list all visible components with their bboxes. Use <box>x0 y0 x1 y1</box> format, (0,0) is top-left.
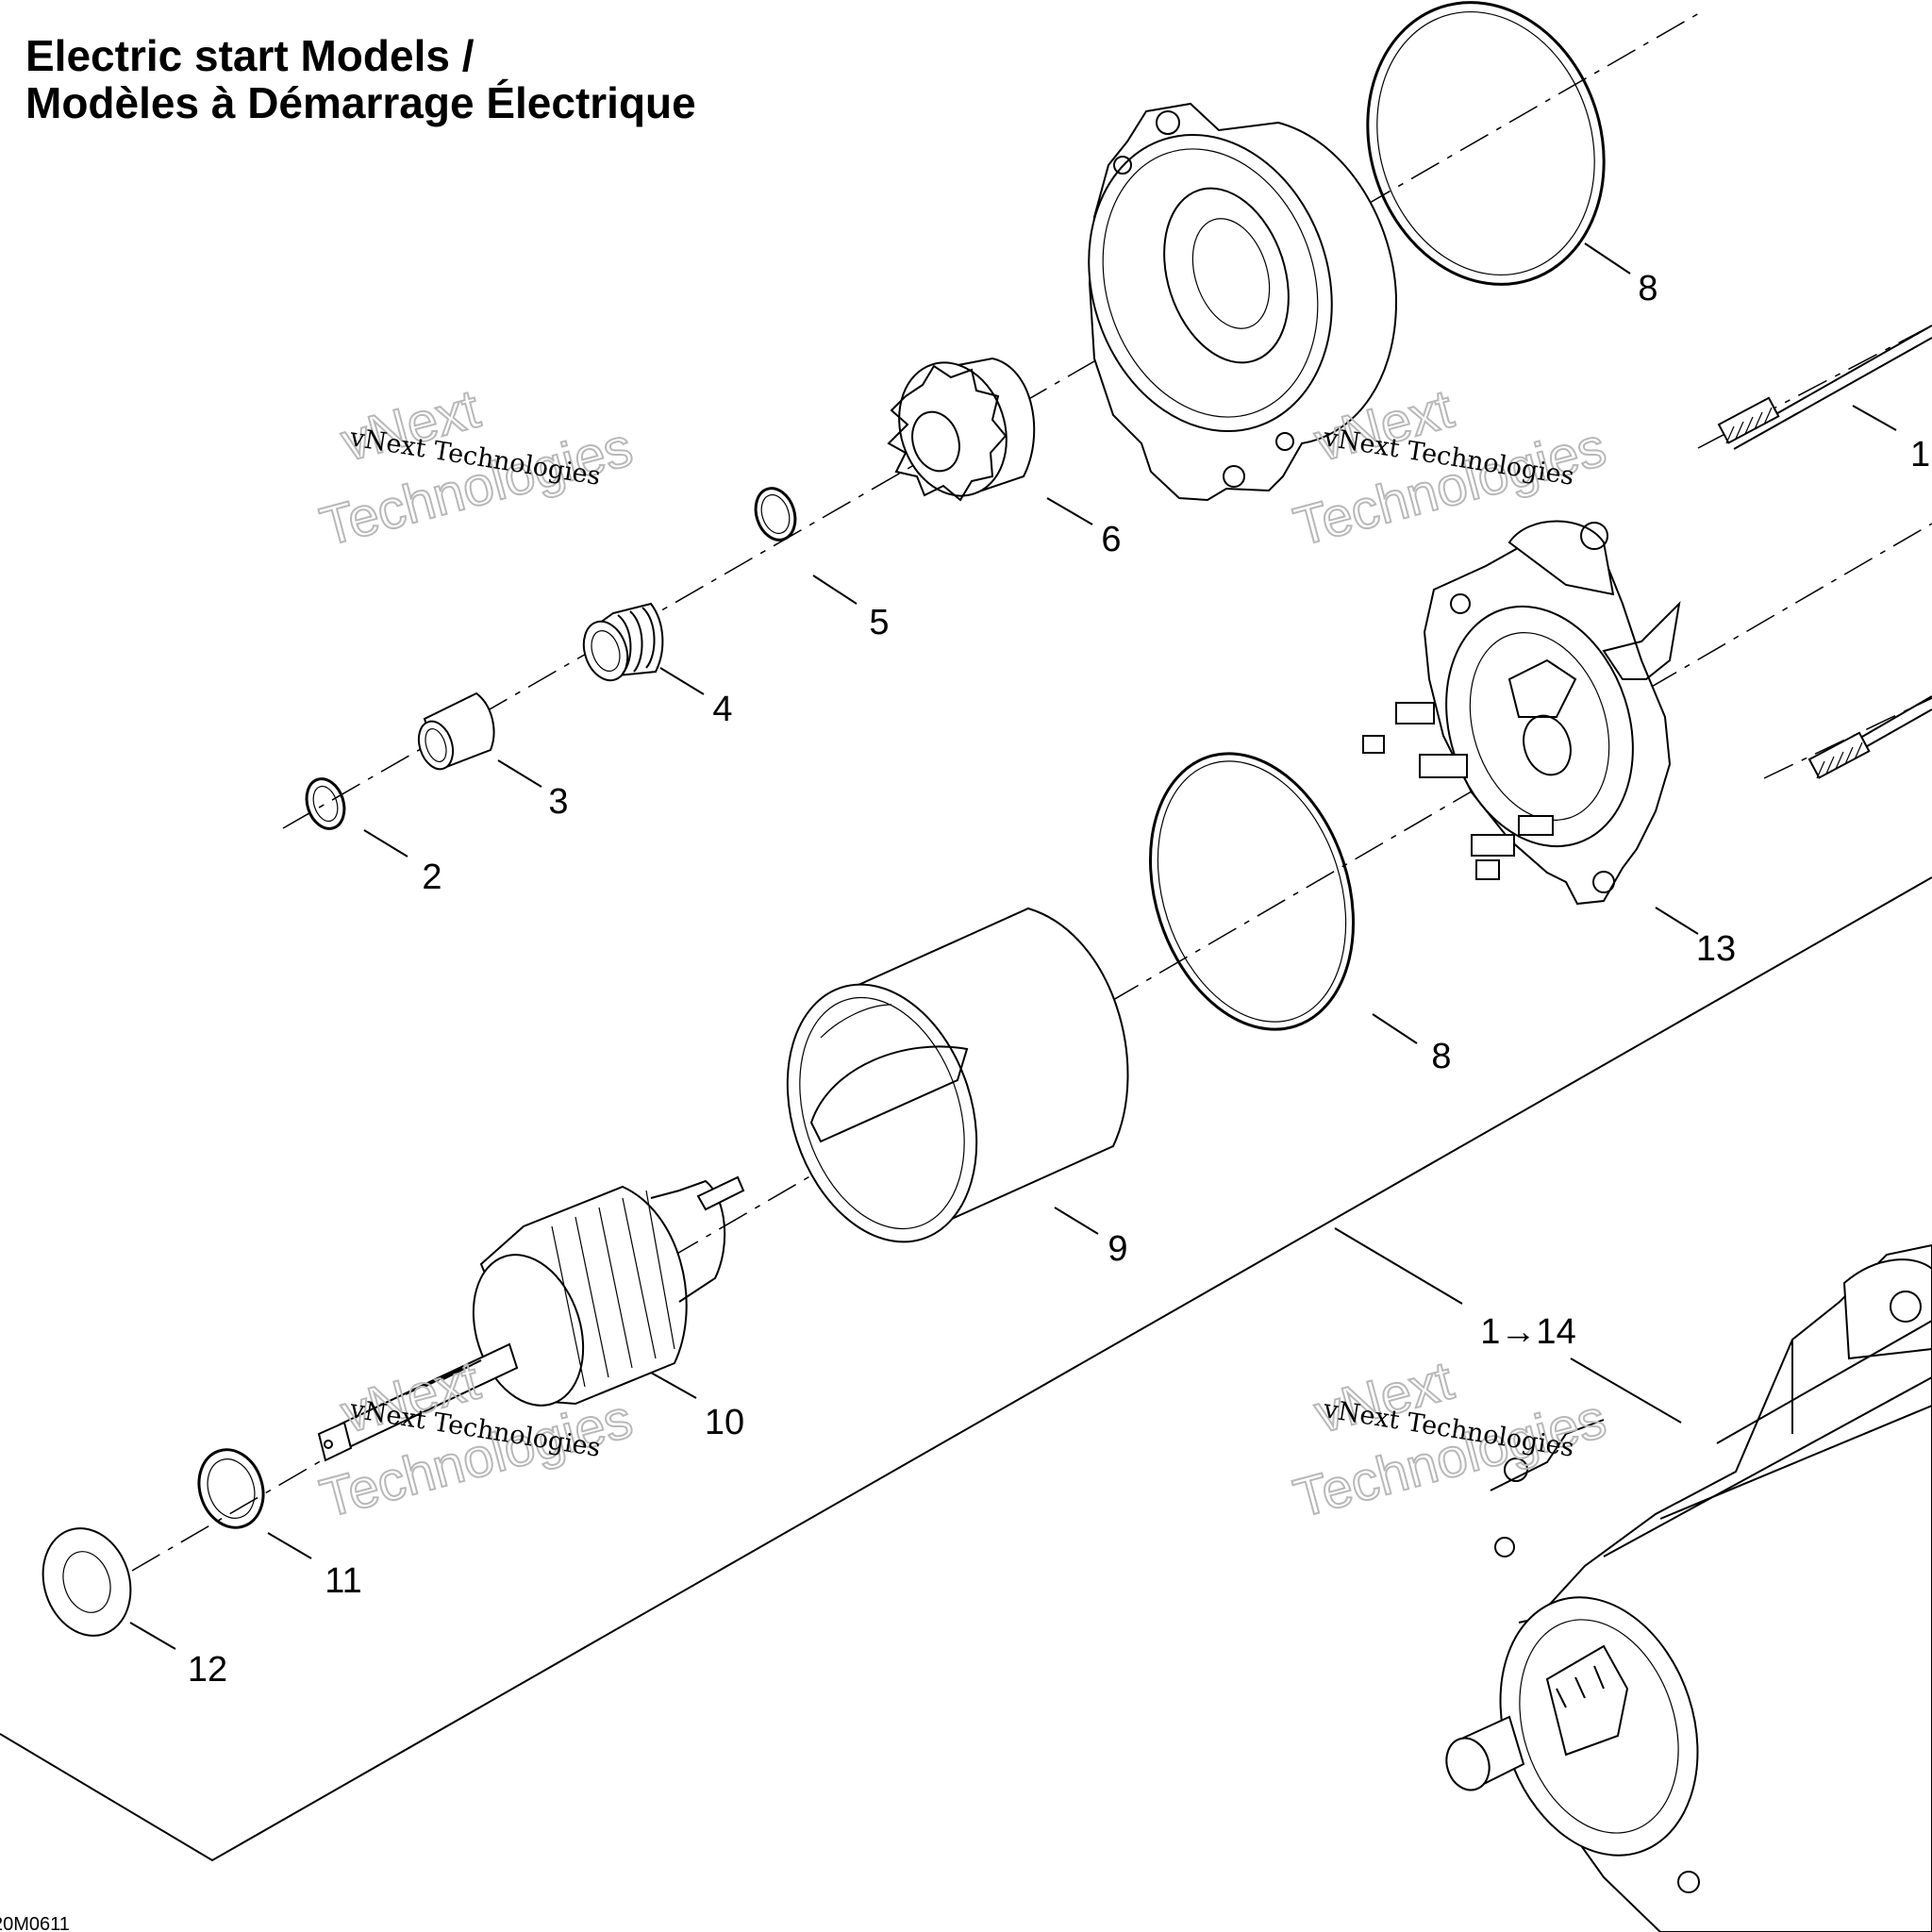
diagram-title-line2: Modèles à Démarrage Électrique <box>25 78 696 127</box>
leader-3 <box>497 759 542 788</box>
callout-3: 3 <box>548 782 568 822</box>
leader-8-top <box>1584 242 1631 275</box>
callout-11: 11 <box>325 1561 361 1601</box>
callout-8-bottom: 8 <box>1431 1037 1451 1076</box>
assembly-group-frame <box>0 876 1932 1862</box>
armature-10 <box>317 1175 745 1462</box>
leader-assembly <box>1570 1357 1682 1424</box>
callout-13: 13 <box>1696 929 1736 969</box>
leader-9 <box>1054 1207 1099 1235</box>
leader-4 <box>659 667 705 695</box>
drive-pinion-6 <box>887 357 1036 502</box>
end-plate-brush-holder-13 <box>1362 520 1681 906</box>
leader-8-bottom <box>1372 1013 1418 1044</box>
leader-12 <box>129 1622 176 1650</box>
retaining-ring-2 <box>305 777 346 830</box>
yoke-housing-9 <box>786 907 1129 1243</box>
starter-motor-assembly <box>1445 1243 1932 1932</box>
callout-8-top: 8 <box>1638 269 1657 308</box>
callout-5: 5 <box>869 603 889 642</box>
leader-group-frame <box>1334 1227 1463 1305</box>
diagram-title-line1: Electric start Models / <box>25 31 475 80</box>
sleeve-3 <box>417 691 495 771</box>
callout-4: 4 <box>712 690 732 729</box>
leader-6 <box>1046 497 1093 525</box>
o-ring-8-top <box>1366 1 1606 286</box>
through-bolts-14 <box>1717 325 1932 779</box>
flat-washer-12 <box>42 1527 132 1637</box>
spring-4 <box>582 602 664 682</box>
callout-2: 2 <box>422 858 441 897</box>
drawing-code: 20M0611 <box>0 1914 70 1932</box>
callout-9: 9 <box>1108 1229 1127 1269</box>
leader-10 <box>650 1372 697 1399</box>
watermark-top-left: vNext Technologies vNext Technologies <box>313 377 640 559</box>
callout-assembly-1-14: 1→14 <box>1480 1312 1575 1352</box>
callout-12: 12 <box>188 1650 227 1690</box>
drive-end-housing <box>1088 102 1398 502</box>
callout-10: 10 <box>705 1403 744 1442</box>
snap-ring-5 <box>754 487 797 541</box>
leader-2 <box>363 829 408 858</box>
watermark-bottom-right: vNext Technologies vNext Technologies <box>1287 1349 1613 1531</box>
lock-washer-11 <box>197 1448 265 1529</box>
callout-14: 1 <box>1910 435 1930 475</box>
leader-14 <box>1852 405 1897 431</box>
leader-11 <box>267 1532 312 1559</box>
callout-6: 6 <box>1101 520 1121 559</box>
leader-13 <box>1655 907 1699 935</box>
leader-5 <box>812 575 858 605</box>
o-ring-8-bottom <box>1148 752 1356 1031</box>
